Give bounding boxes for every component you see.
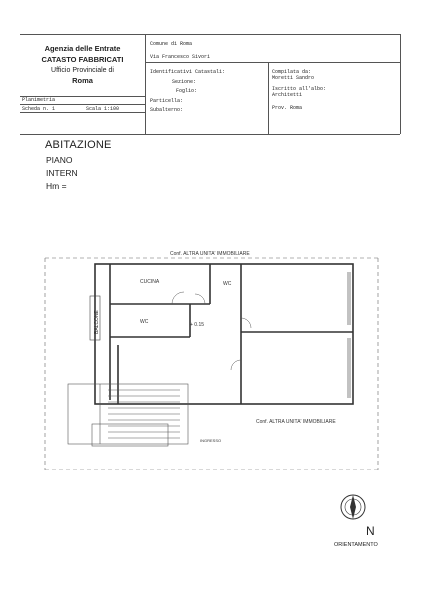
doors — [171, 291, 252, 371]
piano-label: PIANO — [46, 155, 73, 165]
room-wc-2: WC — [140, 319, 149, 325]
planimetria-label: Planimetria — [22, 97, 56, 103]
prov: Prov. Roma — [272, 105, 303, 111]
scheda-label: Scheda n. 1 — [22, 106, 56, 112]
address: Via Francesco Sivori — [150, 54, 211, 60]
identificativi-label: Identificativi Catastali: — [150, 69, 226, 75]
unit-type-title: ABITAZIONE — [45, 139, 112, 151]
windows — [347, 272, 351, 398]
compilatore: Moretti Sandro — [272, 75, 315, 81]
interno-label: INTERN — [46, 168, 78, 178]
sezione-label: Sezione: — [172, 79, 197, 85]
quota-label: + 0.15 — [190, 322, 204, 328]
north-arrow-icon — [340, 494, 366, 520]
top-neighbor-label: Conf. ALTRA UNITA' IMMOBILIARE — [170, 251, 250, 257]
hm-label: Hm = — [46, 181, 67, 191]
north-letter: N — [366, 524, 375, 538]
room-cucina: CUCINA — [140, 279, 160, 285]
iscritto-label: Iscritto all'albo: — [272, 86, 327, 92]
room-balcone: BALCONE — [94, 309, 100, 334]
room-wc-1: WC — [223, 281, 232, 287]
office-city: Roma — [72, 76, 93, 85]
floor-plan: Conf. ALTRA UNITA' IMMOBILIARE CUCINA WC… — [44, 251, 379, 470]
plan-boundary — [44, 257, 379, 470]
balcony-outline — [89, 295, 101, 341]
office-line: Ufficio Provinciale di — [51, 67, 114, 74]
catasto-title: CATASTO FABBRICATI — [41, 55, 124, 64]
staircase — [67, 383, 189, 447]
bottom-neighbor-label: Conf. ALTRA UNITA' IMMOBILIARE — [256, 419, 336, 425]
comune: Comune di Roma — [150, 41, 193, 47]
scala-label: Scala 1:100 — [86, 106, 120, 112]
subalterno-label: Subalterno: — [150, 107, 184, 113]
foglio-label: Foglio: — [176, 88, 198, 94]
compilata-label: Compilata da: — [272, 69, 312, 75]
agency-name: Agenzia delle Entrate — [44, 44, 121, 53]
walls — [94, 263, 354, 405]
particella-label: Particella: — [150, 98, 184, 104]
ingresso-label: INGRESSO — [200, 438, 221, 443]
albo: Architetti — [272, 92, 303, 98]
orientamento-label: ORIENTAMENTO — [334, 542, 378, 548]
